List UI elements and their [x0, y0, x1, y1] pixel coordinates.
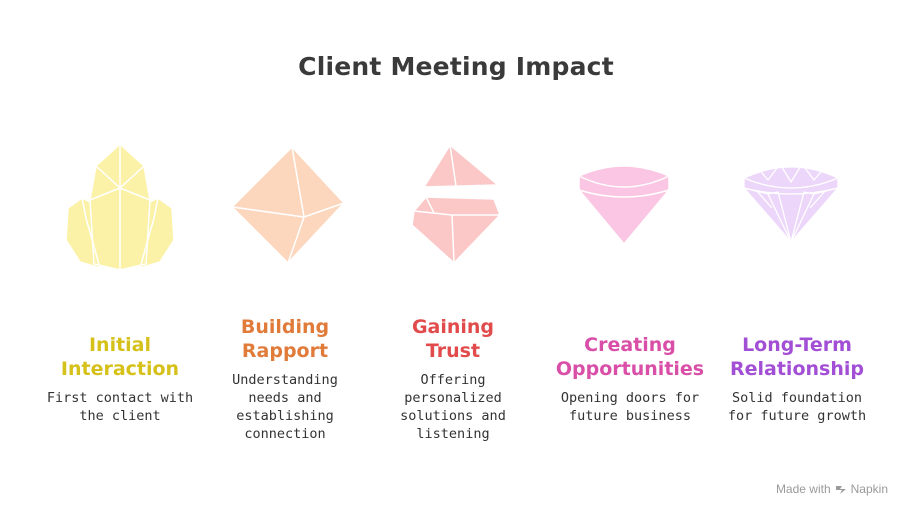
- stage-building-rapport: Building Rapport Understanding needs and…: [200, 315, 370, 443]
- stage-initial-interaction: Initial Interaction First contact with t…: [35, 333, 205, 425]
- stage-description: First contact with the client: [46, 390, 194, 424]
- stage-title: Gaining Trust: [411, 316, 495, 362]
- stage-description: Understanding needs and establishing con…: [232, 372, 338, 442]
- octahedron-gem-icon: [231, 146, 345, 264]
- stage-description: Solid foundation for future growth: [727, 390, 867, 424]
- stage-title: Initial Interaction: [60, 334, 180, 380]
- napkin-brand-label: Napkin: [850, 482, 888, 496]
- stage-description: Offering personalized solutions and list…: [400, 372, 506, 442]
- stage-long-term-relationship: Long-Term Relationship Solid foundation …: [712, 333, 882, 425]
- stage-creating-opportunities: Creating Opportunities Opening doors for…: [545, 333, 715, 425]
- stage-description: Opening doors for future business: [560, 390, 700, 424]
- napkin-logo-icon: [835, 486, 846, 494]
- made-with-label: Made with: [775, 482, 831, 496]
- cut-gem-icon: [578, 165, 670, 245]
- stage-gaining-trust: Gaining Trust Offering personalized solu…: [368, 315, 538, 443]
- diagram-title: Client Meeting Impact: [298, 52, 614, 81]
- stage-title: Long-Term Relationship: [730, 334, 864, 380]
- napkin-credit[interactable]: Made with Napkin: [776, 482, 888, 496]
- crystal-cluster-icon: [65, 143, 175, 271]
- diamond-icon: [743, 163, 839, 243]
- split-gem-icon: [411, 144, 501, 264]
- stage-title: Creating Opportunities: [555, 334, 705, 380]
- stage-title: Building Rapport: [240, 316, 330, 362]
